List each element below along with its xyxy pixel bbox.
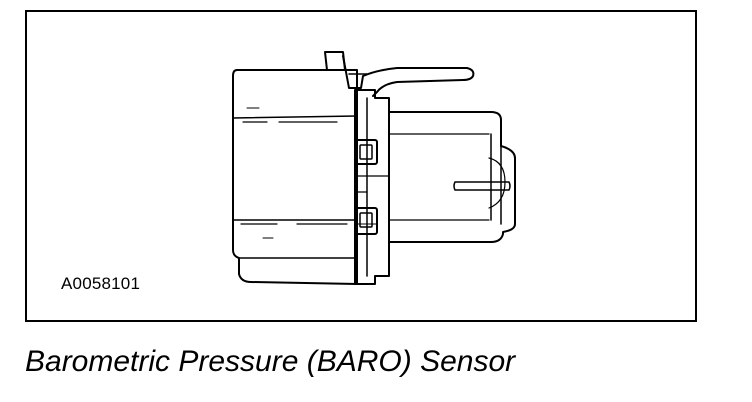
retaining-tab-upper xyxy=(354,139,378,165)
figure-caption: Barometric Pressure (BARO) Sensor xyxy=(25,345,516,378)
connector-shroud xyxy=(388,111,516,243)
figure-frame: A0058101 xyxy=(25,10,697,322)
connector-terminal xyxy=(453,181,511,191)
locking-clip xyxy=(324,51,475,97)
mounting-flange xyxy=(354,89,390,285)
retaining-tab-lower xyxy=(354,207,378,235)
baro-sensor-drawing xyxy=(232,51,516,285)
sensor-housing xyxy=(232,69,358,285)
figure-id-label: A0058101 xyxy=(61,274,141,293)
